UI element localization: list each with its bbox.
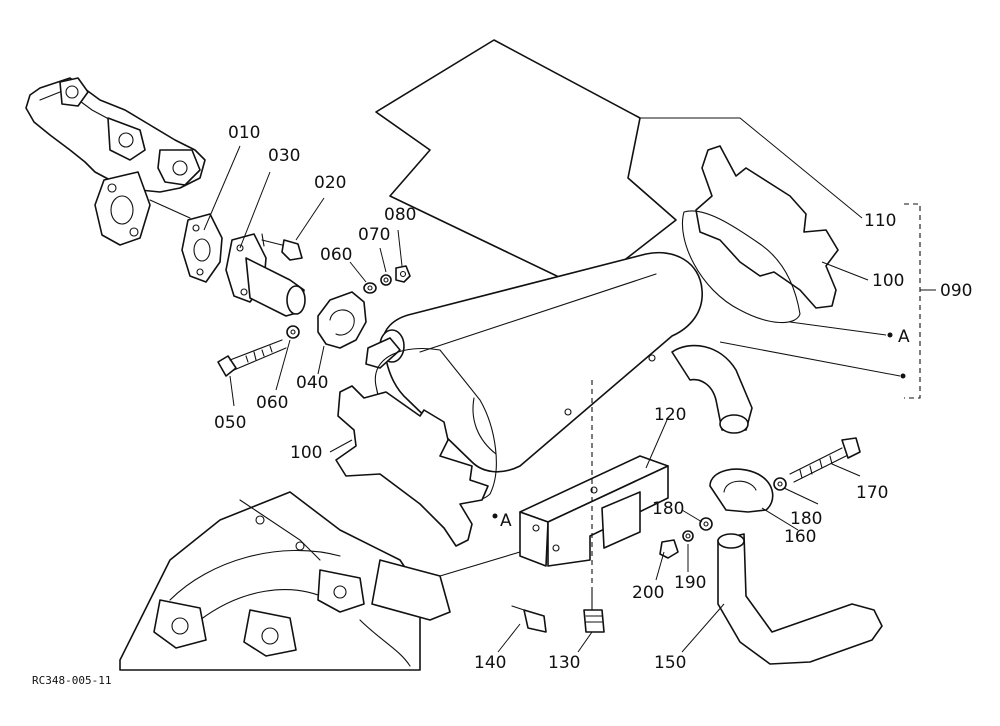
callout-a-left: A: [500, 511, 512, 531]
callout-120: 120: [654, 405, 686, 425]
bolt-170: [773, 437, 861, 491]
callout-040: 040: [296, 373, 328, 393]
callout-170: 170: [856, 483, 888, 503]
bolt-140: [511, 605, 547, 633]
bolt-050: [217, 325, 300, 377]
callout-150: 150: [654, 653, 686, 673]
exhaust-pipe-030: [225, 233, 306, 317]
bolt-020: [261, 233, 303, 261]
reference-point-a-right: [887, 332, 893, 338]
callout-110: 110: [864, 211, 896, 231]
callout-200: 200: [632, 583, 664, 603]
reference-point-bottom-right: [900, 373, 906, 379]
callout-100-right: 100: [872, 271, 904, 291]
transmission-housing: [119, 491, 421, 671]
heat-shield-plate: [375, 39, 677, 291]
muffler: [365, 251, 753, 473]
callout-190: 190: [674, 573, 706, 593]
bracket-120: [519, 455, 669, 567]
callout-070: 070: [358, 225, 390, 245]
callout-140: 140: [474, 653, 506, 673]
callout-060-upper: 060: [320, 245, 352, 265]
figure-code: RC348-005-11: [32, 674, 111, 687]
callout-100-left: 100: [290, 443, 322, 463]
callout-010: 010: [228, 123, 260, 143]
callout-090: 090: [940, 281, 972, 301]
callout-080: 080: [384, 205, 416, 225]
housing-bracket: [371, 551, 521, 621]
callout-030: 030: [268, 146, 300, 166]
bolt-130: [583, 589, 605, 633]
gasket-010: [181, 213, 223, 283]
callout-180-right: 180: [790, 509, 822, 529]
washers-upper: [363, 265, 411, 294]
assembly-bracket-090: [904, 203, 921, 399]
callout-160: 160: [784, 527, 816, 547]
callout-050: 050: [214, 413, 246, 433]
reference-point-a-left: [492, 513, 498, 519]
leader-lines: [203, 117, 936, 653]
clamp-040: [317, 291, 367, 349]
callout-130: 130: [548, 653, 580, 673]
gasket-ring-right: [682, 210, 801, 324]
callout-060-lower: 060: [256, 393, 288, 413]
callout-a-right: A: [898, 327, 910, 347]
clamp-160: [709, 468, 774, 513]
heat-shield-100-left: [335, 385, 489, 547]
exhaust-manifold: [25, 77, 206, 246]
callout-180-left: 180: [652, 499, 684, 519]
callout-labels: 010 030 020 060 070 080 110 100 090 A 05…: [214, 123, 972, 673]
heat-shield-100-right: [695, 145, 839, 309]
callout-020: 020: [314, 173, 346, 193]
nut-washers-lower: [659, 517, 713, 559]
tail-pipe-150: [717, 533, 883, 665]
